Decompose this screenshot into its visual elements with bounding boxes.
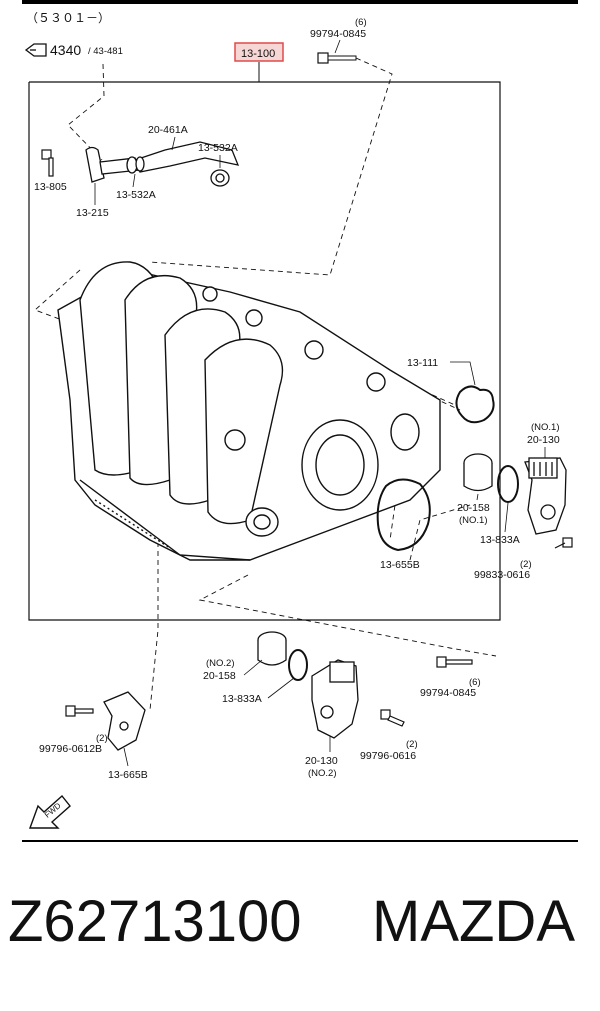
clamp-left-label: 13-532A (116, 189, 156, 201)
main-part-label: 13-100 (241, 48, 275, 60)
hose-pipe-label: 20-461A (148, 124, 188, 136)
bolt-bottom-left-code: 99796-0612B (39, 743, 102, 755)
main-part-highlight[interactable] (234, 42, 284, 62)
assembly-frame (28, 81, 501, 621)
cap-no1-tag: (NO.1) (459, 515, 488, 526)
brand-name: MAZDA (372, 889, 575, 954)
intake-manifold-diagram: （５３０１－） 4340 / 43-481 13-100 (6) 99794-0… (24, 11, 573, 829)
reference-pointer-icon (24, 43, 47, 57)
bolt-lower-code: 99794-0845 (420, 687, 476, 699)
bolt-left-icon (41, 149, 54, 177)
oring-no1-label: 13-833A (480, 534, 520, 546)
clamp-right-label: 13-532A (198, 142, 238, 154)
bolt-top-qty: (6) (355, 17, 367, 28)
cap-no2-code: 20-158 (203, 670, 236, 682)
bracket-bottom-label: 13-665B (108, 769, 148, 781)
footer: Z62713100 MAZDA (0, 888, 600, 978)
gasket-large-label: 13-655B (380, 559, 420, 571)
bolt-bottom-right-icon (380, 709, 405, 727)
cap-no1-code: 20-158 (457, 502, 490, 514)
bottom-rule (22, 840, 578, 842)
catalog-code: （５３０１－） (26, 11, 110, 25)
top-rule (22, 0, 578, 4)
oring-no2-label: 13-833A (222, 693, 262, 705)
intake-manifold-body[interactable] (57, 261, 441, 561)
valve-no1-code: 20-130 (527, 434, 560, 446)
bolt-top-icon (317, 52, 357, 64)
bolt-left-label: 13-805 (34, 181, 67, 193)
bolt-top-code: 99794-0845 (310, 28, 366, 40)
bolt-right-code: 99833-0616 (474, 569, 530, 581)
valve-no2-code: 20-130 (305, 755, 338, 767)
valve-no2-tag: (NO.2) (308, 768, 337, 779)
fwd-arrow-icon: FWD (29, 794, 71, 829)
bolt-bottom-left-icon (65, 705, 94, 717)
oring-no2-icon (288, 649, 308, 681)
oring-no1-icon (497, 465, 519, 503)
valve-no2-icon (311, 659, 359, 739)
bracket-left-label: 13-215 (76, 207, 109, 219)
bolt-bottom-left-qty: (2) (96, 733, 108, 744)
cap-no2-tag: (NO.2) (206, 658, 235, 669)
bolt-lower-qty: (6) (469, 677, 481, 688)
bolt-bottom-right-qty: (2) (406, 739, 418, 750)
reference-sub: / 43-481 (88, 46, 123, 57)
part-number: Z62713100 (8, 889, 302, 954)
valve-no1-tag: (NO.1) (531, 422, 560, 433)
bolt-right-qty: (2) (520, 559, 532, 570)
gasket-large-icon (376, 478, 431, 552)
bolt-lower-icon (436, 656, 473, 668)
bolt-right-icon (554, 537, 573, 549)
cap-no1-icon (463, 453, 493, 492)
pcv-hose-assembly (85, 141, 240, 187)
valve-no1-icon (524, 457, 567, 535)
bracket-bottom-icon (103, 691, 146, 751)
reference-main: 4340 (50, 42, 81, 58)
gasket-small-label: 13-111 (407, 357, 438, 369)
bolt-bottom-right-code: 99796-0616 (360, 750, 416, 762)
cap-no2-icon (257, 631, 287, 666)
gasket-small-icon (455, 385, 495, 424)
